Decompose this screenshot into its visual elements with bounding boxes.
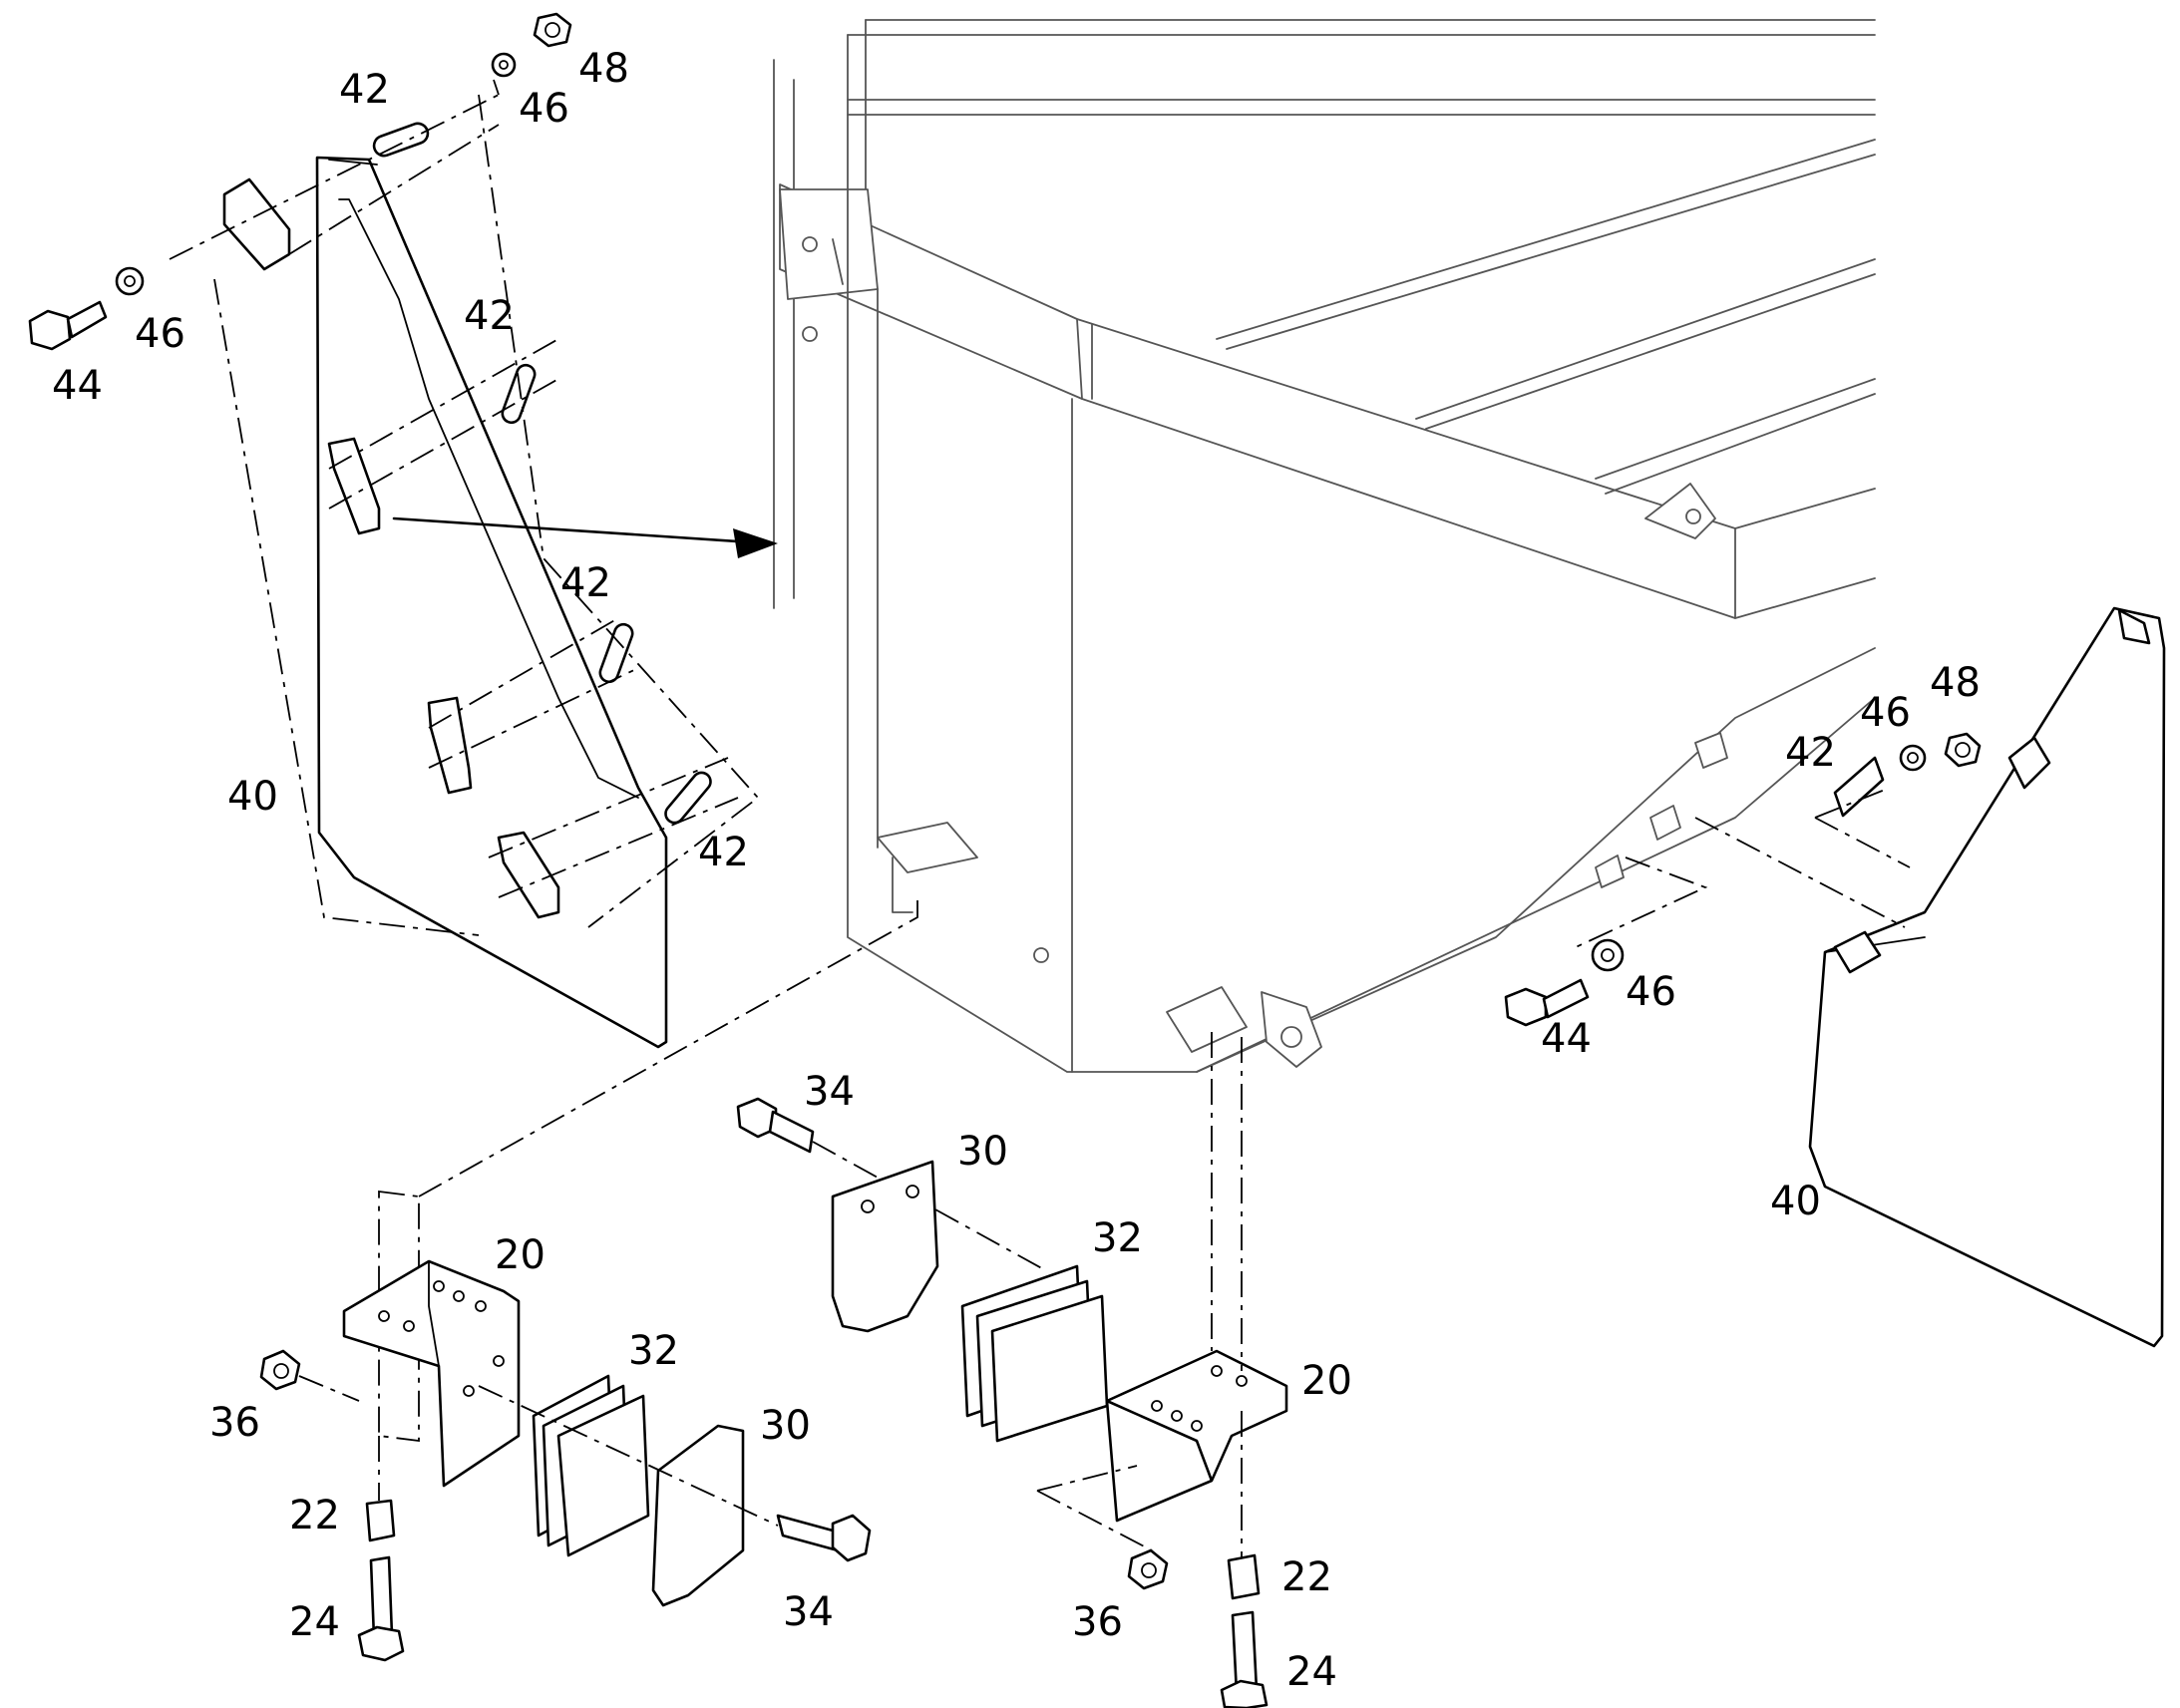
callout-42: 42 xyxy=(560,560,611,606)
callout-46: 46 xyxy=(519,86,569,132)
left-bracket-assembly xyxy=(259,892,918,1662)
pointer-arrow-line xyxy=(392,516,770,545)
pointer-arrow-head xyxy=(733,528,778,558)
callout-24: 24 xyxy=(1286,1649,1337,1695)
callout-46: 46 xyxy=(1860,690,1911,736)
callout-32: 32 xyxy=(1092,1215,1143,1261)
callout-30: 30 xyxy=(957,1129,1008,1175)
callout-48: 48 xyxy=(578,46,629,92)
callout-labels: 42 46 48 44 46 42 42 42 40 34 30 20 32 3… xyxy=(52,46,1981,1695)
right-mud-flap xyxy=(1808,606,2166,1348)
callout-36: 36 xyxy=(1072,1599,1123,1645)
callout-44: 44 xyxy=(1541,1016,1592,1062)
callout-48: 48 xyxy=(1930,660,1981,706)
callout-40: 40 xyxy=(227,774,278,820)
callout-40: 40 xyxy=(1770,1179,1821,1224)
callout-20: 20 xyxy=(1301,1358,1352,1404)
center-bracket-assembly xyxy=(736,1032,1288,1708)
fasteners-top-left xyxy=(28,12,572,351)
callout-46: 46 xyxy=(135,311,185,357)
callout-22: 22 xyxy=(289,1493,340,1538)
callout-42: 42 xyxy=(464,293,515,339)
callout-44: 44 xyxy=(52,363,103,409)
callout-34: 34 xyxy=(804,1069,855,1115)
callout-42: 42 xyxy=(1785,730,1836,776)
hopper-body xyxy=(773,19,1876,1073)
callout-36: 36 xyxy=(209,1400,260,1446)
callout-24: 24 xyxy=(289,1599,340,1645)
left-flap-leaders xyxy=(169,79,760,936)
callout-20: 20 xyxy=(495,1232,545,1278)
callout-42: 42 xyxy=(339,67,390,113)
callout-42: 42 xyxy=(698,830,749,875)
callout-34: 34 xyxy=(783,1589,834,1635)
fasteners-right xyxy=(1504,732,1982,1027)
callout-22: 22 xyxy=(1281,1554,1332,1600)
right-flap-leaders xyxy=(1575,787,1911,948)
callout-46: 46 xyxy=(1626,969,1676,1015)
callout-32: 32 xyxy=(628,1328,679,1374)
callout-30: 30 xyxy=(760,1403,811,1449)
flap-clips-left xyxy=(222,122,712,919)
left-mud-flap xyxy=(315,156,668,1049)
